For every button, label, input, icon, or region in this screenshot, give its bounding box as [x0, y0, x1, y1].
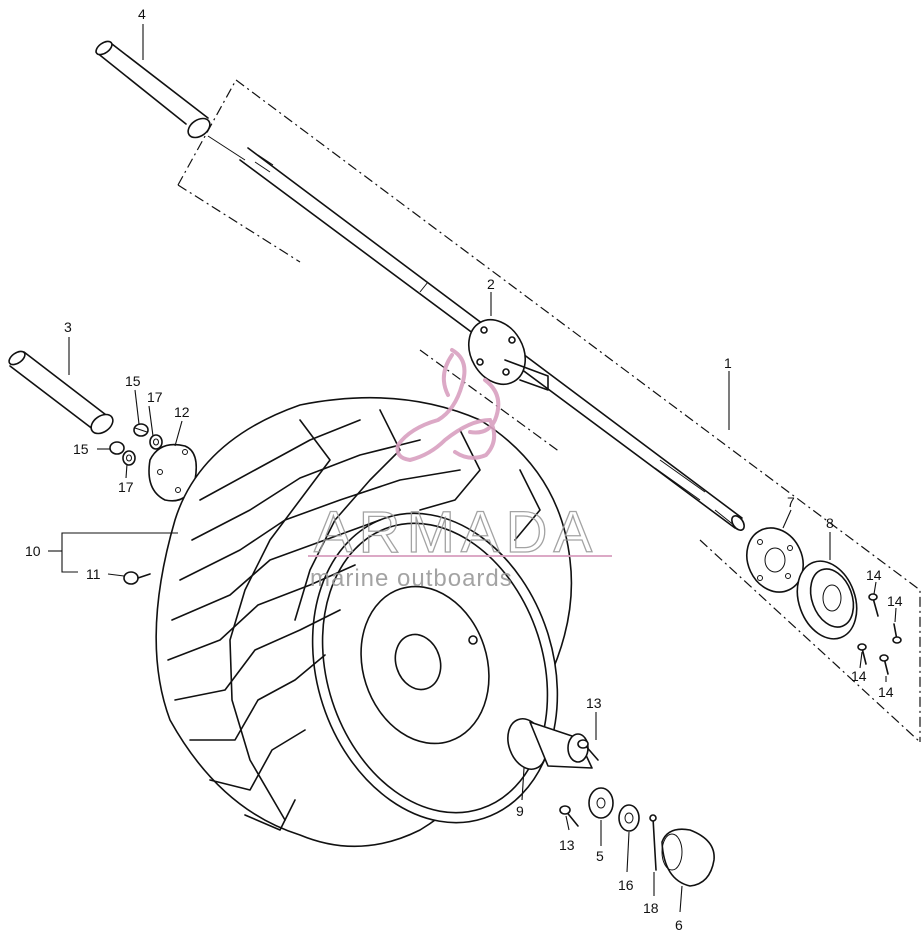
callout-14-d: 14 — [878, 684, 894, 700]
tube-part-3 — [8, 350, 114, 435]
hub-flange-part-7 — [746, 527, 804, 593]
callout-8: 8 — [826, 515, 834, 531]
callout-14-b: 14 — [887, 593, 903, 609]
armada-watermark: ARMADA marine outboards — [308, 348, 612, 592]
callout-17-upper: 17 — [147, 389, 163, 405]
washer-part-5 — [588, 787, 614, 819]
callout-15-lower: 15 — [73, 441, 89, 457]
tire-wheel-part-10 — [155, 396, 573, 848]
armada-logo-icon — [395, 348, 501, 463]
flange-part-2 — [467, 319, 549, 391]
watermark-brand: ARMADA — [314, 500, 598, 565]
callout-4: 4 — [138, 6, 146, 22]
callout-17-lower: 17 — [118, 479, 134, 495]
bolt-part-13-upper — [577, 739, 599, 761]
callout-3: 3 — [64, 319, 72, 335]
screw-part-14-a — [868, 593, 879, 617]
callout-10: 10 — [25, 543, 41, 559]
leader-lines — [48, 24, 897, 913]
callout-15-upper: 15 — [125, 373, 141, 389]
tube-part-4 — [95, 40, 246, 161]
callout-13-lower: 13 — [559, 837, 575, 853]
callout-6: 6 — [675, 917, 683, 933]
axle-assembly-boundary — [177, 79, 921, 743]
callout-9: 9 — [516, 803, 524, 819]
callout-14-a: 14 — [866, 567, 882, 583]
callout-18: 18 — [643, 900, 659, 916]
callout-16: 16 — [618, 877, 634, 893]
callout-14-c: 14 — [851, 668, 867, 684]
callout-12: 12 — [174, 404, 190, 420]
callout-5: 5 — [596, 848, 604, 864]
washer-part-17-upper — [149, 434, 163, 450]
callout-13-upper: 13 — [586, 695, 602, 711]
bolt-part-15-upper — [133, 423, 149, 437]
valve-part-11 — [123, 571, 151, 585]
callout-7: 7 — [787, 494, 795, 510]
cotter-pin-part-18 — [649, 814, 657, 871]
screw-part-14-d — [879, 654, 889, 675]
bolt-part-13-lower — [559, 805, 579, 827]
nut-part-16 — [618, 804, 640, 832]
cap-part-6 — [661, 828, 715, 887]
callout-2: 2 — [487, 276, 495, 292]
drum-part-8 — [796, 560, 858, 640]
screw-part-14-c — [857, 643, 867, 665]
hub-part-9 — [507, 718, 593, 770]
screw-part-14-b — [892, 623, 902, 644]
callout-labels: 4 3 2 1 7 8 12 15 17 15 17 10 11 9 13 13… — [25, 6, 903, 933]
bolt-part-15-lower — [109, 441, 125, 455]
washer-part-17-lower — [122, 450, 136, 466]
watermark-tagline: marine outboards — [310, 565, 513, 592]
callout-11: 11 — [86, 566, 101, 582]
callout-1: 1 — [724, 355, 732, 371]
